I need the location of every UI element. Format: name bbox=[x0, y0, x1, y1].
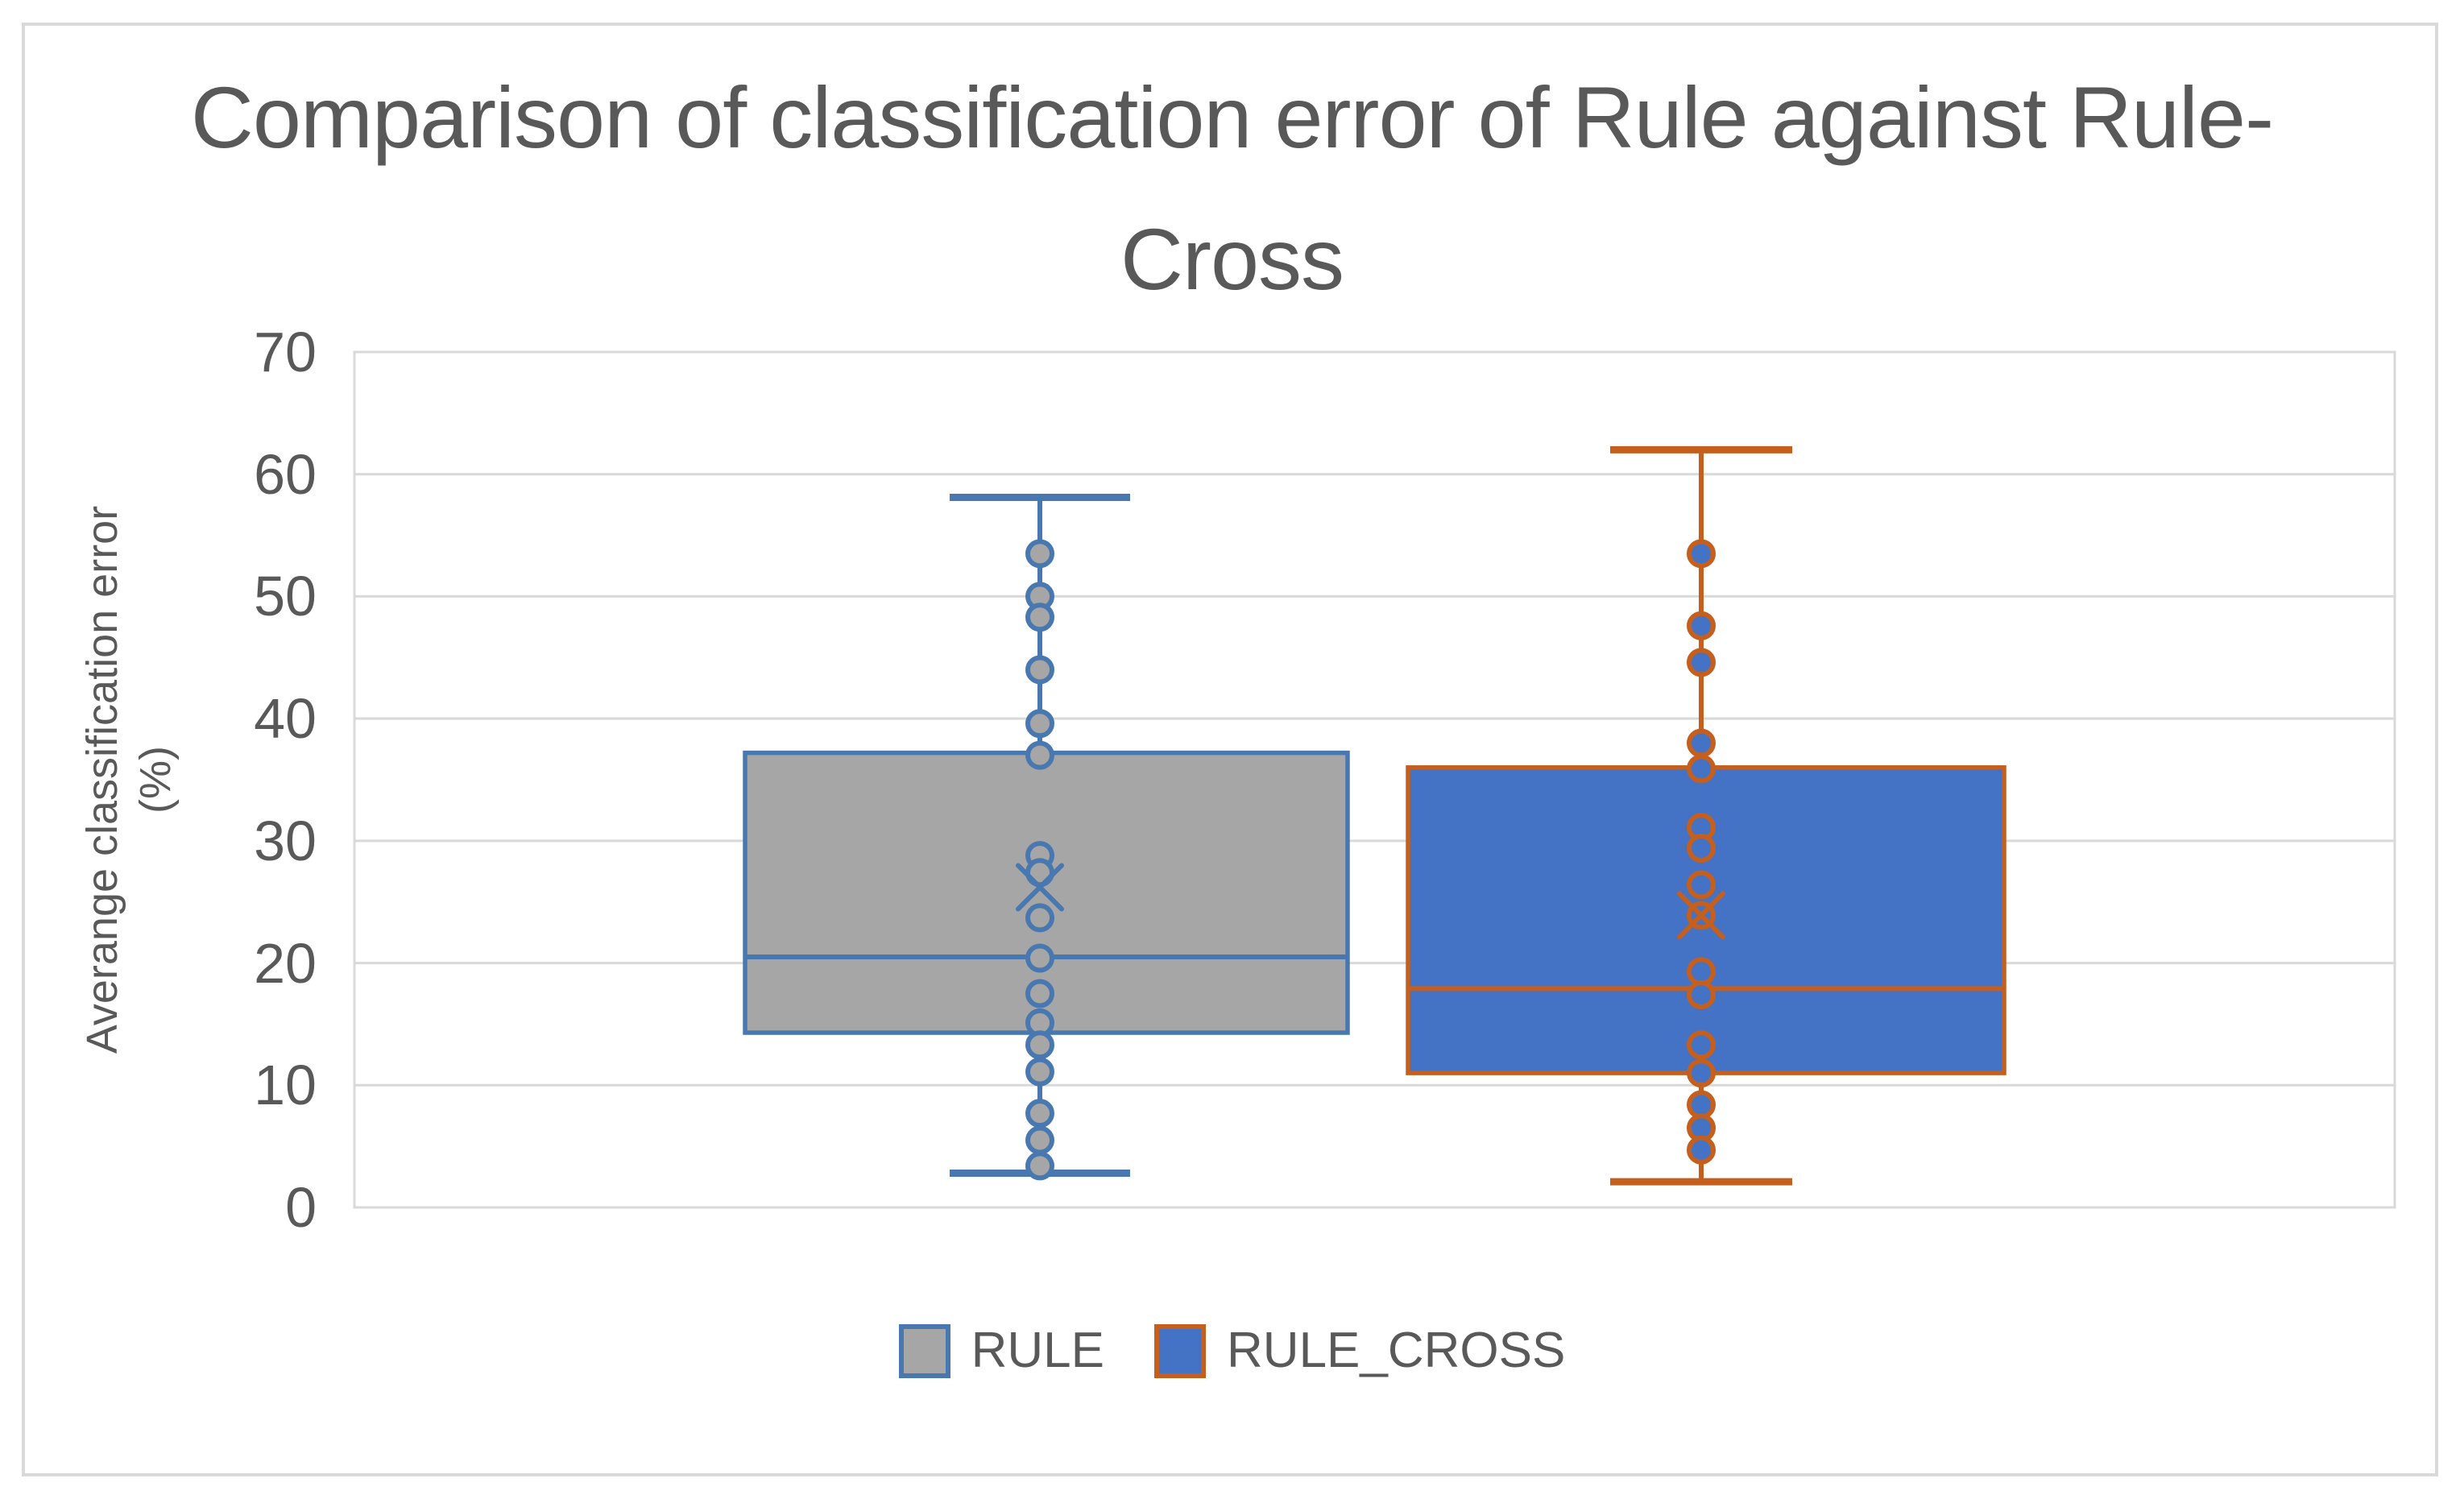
y-tick-label-70: 70 bbox=[254, 321, 317, 383]
rule-cross-data-point[interactable] bbox=[1687, 980, 1716, 1010]
rule-data-point[interactable] bbox=[1025, 709, 1054, 739]
rule-cross-data-point[interactable] bbox=[1687, 1058, 1716, 1088]
rule-cross-mean-marker bbox=[1677, 891, 1725, 940]
rule-mean-marker bbox=[1016, 863, 1064, 912]
y-tick-label-0: 0 bbox=[285, 1176, 317, 1239]
rule-cross-data-point[interactable] bbox=[1687, 1135, 1716, 1165]
rule-data-point[interactable] bbox=[1025, 539, 1054, 569]
rule-cross-data-point[interactable] bbox=[1687, 1030, 1716, 1060]
legend-item-rule-cross[interactable]: RULE_CROSS bbox=[1154, 1323, 1565, 1379]
legend-swatch-rule-cross bbox=[1154, 1323, 1207, 1378]
rule-data-point[interactable] bbox=[1025, 979, 1054, 1008]
rule-cross-data-point[interactable] bbox=[1687, 754, 1716, 784]
chart-title-line-1: Comparison of classification error of Ru… bbox=[190, 68, 2274, 166]
rule-cross-data-point[interactable] bbox=[1687, 539, 1716, 569]
chart-title: Comparison of classification error of Ru… bbox=[0, 47, 2464, 330]
chart-area[interactable] bbox=[22, 23, 2438, 1476]
y-tick-label-20: 20 bbox=[254, 931, 317, 995]
rule-cross-data-point[interactable] bbox=[1687, 957, 1716, 987]
rule-data-point[interactable] bbox=[1025, 1151, 1054, 1181]
legend-swatch-rule bbox=[898, 1323, 950, 1378]
y-tick-label-40: 40 bbox=[254, 687, 317, 751]
rule-cross-data-point[interactable] bbox=[1687, 870, 1716, 900]
legend-label-rule: RULE bbox=[971, 1323, 1105, 1378]
legend-label-rule-cross: RULE_CROSS bbox=[1227, 1323, 1566, 1378]
rule-data-point[interactable] bbox=[1025, 943, 1054, 973]
plot-border bbox=[353, 350, 2396, 1209]
rule-data-point[interactable] bbox=[1025, 1099, 1054, 1128]
legend-item-rule[interactable]: RULE bbox=[898, 1323, 1105, 1379]
rule-data-point[interactable] bbox=[1025, 903, 1054, 933]
y-tick-label-60: 60 bbox=[254, 442, 317, 506]
rule-data-point[interactable] bbox=[1025, 740, 1054, 770]
y-tick-label-30: 30 bbox=[254, 809, 317, 872]
legend: RULE RULE_CROSS bbox=[0, 1323, 2464, 1379]
chart-title-line-2: Cross bbox=[1120, 210, 1344, 308]
rule-cross-data-point[interactable] bbox=[1687, 728, 1716, 758]
y-tick-label-10: 10 bbox=[254, 1054, 317, 1117]
rule-cross-data-point[interactable] bbox=[1687, 611, 1716, 640]
rule-cross-data-point[interactable] bbox=[1687, 833, 1716, 863]
y-tick-label-50: 50 bbox=[254, 565, 317, 628]
rule-data-point[interactable] bbox=[1025, 1030, 1054, 1060]
rule-data-point[interactable] bbox=[1025, 1057, 1054, 1087]
rule-cross-data-point[interactable] bbox=[1687, 648, 1716, 677]
rule-data-point[interactable] bbox=[1025, 602, 1054, 632]
rule-cross-data-point[interactable] bbox=[1687, 1090, 1716, 1120]
rule-data-point[interactable] bbox=[1025, 1125, 1054, 1155]
rule-data-point[interactable] bbox=[1025, 655, 1054, 685]
